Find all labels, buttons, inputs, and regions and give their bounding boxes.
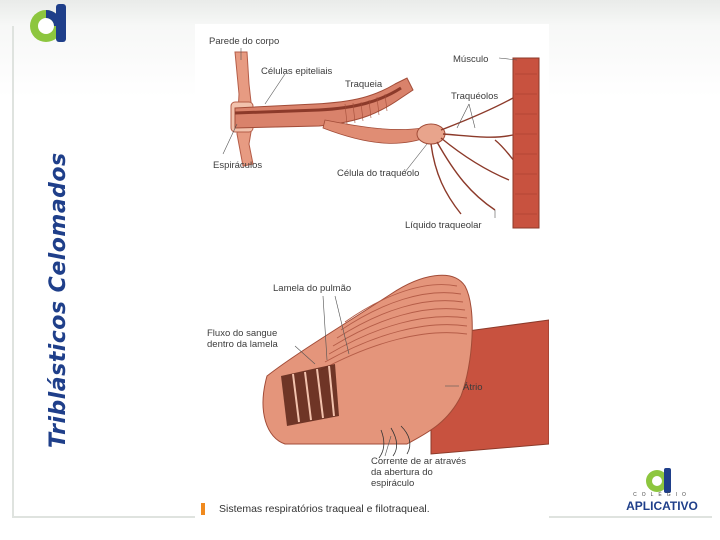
figure-caption: Sistemas respiratórios traqueal e filotr… <box>219 503 430 515</box>
label-lung-lamella: Lamela do pulmão <box>273 283 351 294</box>
corner-logo-icon <box>26 2 76 46</box>
figure-panel: Parede do corpo Músculo Células epitelia… <box>195 24 549 522</box>
label-tracheolar-liquid: Líquido traqueolar <box>405 220 482 231</box>
slide-top-band <box>0 0 720 26</box>
brand-subtitle: COLÉGIO <box>626 492 698 498</box>
brand-name: APLICATIVO <box>622 499 702 513</box>
label-atrium: Átrio <box>463 382 483 393</box>
muscle-shape <box>513 58 539 228</box>
tracheole-cell-shape <box>417 124 445 144</box>
label-tracheoles: Traquéolos <box>451 91 498 102</box>
slide-title: Triblásticos Celomados <box>46 152 71 448</box>
frame-line-left <box>12 26 14 516</box>
label-tracheole-cell: Célula do traquéolo <box>337 168 419 179</box>
caption-marker <box>201 503 205 515</box>
tracheoles-lines <box>431 98 517 214</box>
label-air-current: Corrente de ar através da abertura do es… <box>371 456 475 489</box>
label-body-wall: Parede do corpo <box>209 36 279 47</box>
label-muscle: Músculo <box>453 54 488 65</box>
label-blood-flow: Fluxo do sangue dentro da lamela <box>207 328 293 350</box>
label-epithelial-cells: Células epiteliais <box>261 66 332 77</box>
label-trachea: Traqueia <box>345 79 382 90</box>
label-spiracles: Espiráculos <box>213 160 262 171</box>
trachea-branch-shape <box>323 120 431 143</box>
